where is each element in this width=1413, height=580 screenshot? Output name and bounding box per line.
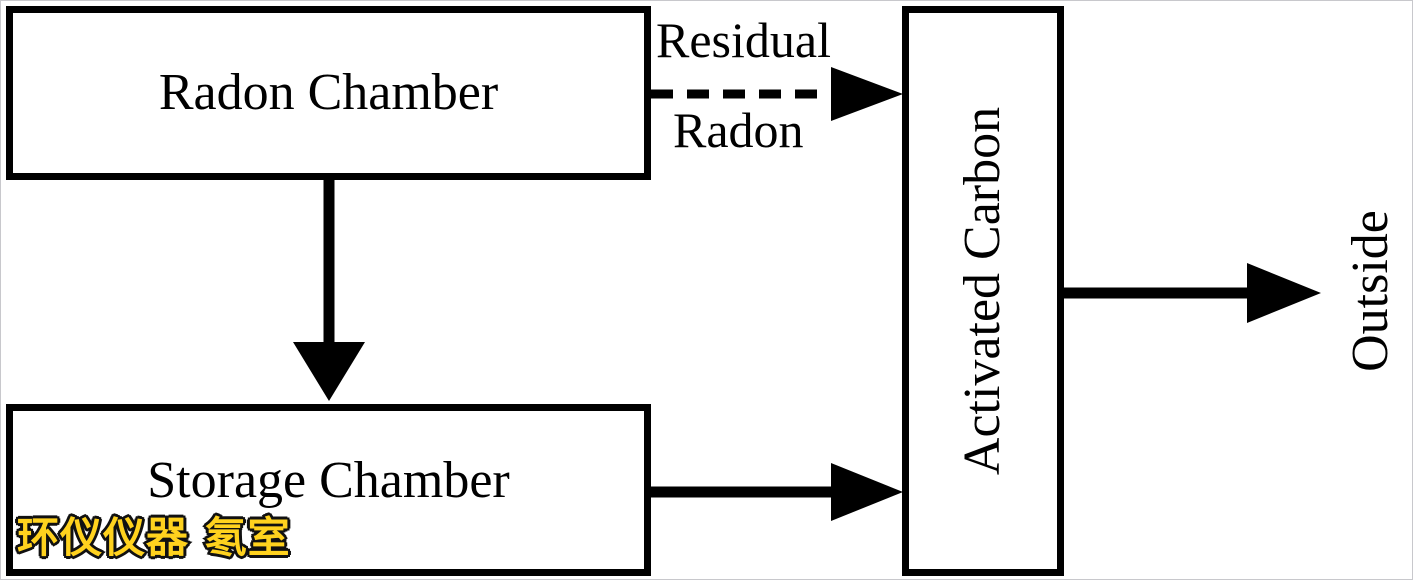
- node-outside-label-wrap: Outside: [1331, 151, 1411, 431]
- node-activated-carbon[interactable]: [902, 6, 1064, 576]
- node-outside-label: Outside: [1342, 210, 1400, 372]
- node-storage-chamber[interactable]: [6, 404, 651, 576]
- edge-carbon-to-outside: [1061, 263, 1321, 323]
- node-activated-carbon-label: Activated Carbon: [954, 106, 1011, 476]
- edge-label-radon: Radon: [673, 102, 804, 158]
- edge-storage-to-carbon: [649, 463, 903, 521]
- edge-label-residual: Residual: [656, 12, 831, 68]
- node-activated-carbon-label-wrap: Activated Carbon: [902, 6, 1064, 576]
- edge-radon-to-storage: [293, 178, 365, 401]
- node-radon-chamber-label: Radon Chamber: [158, 64, 499, 121]
- node-radon-chamber[interactable]: [6, 6, 651, 180]
- watermark-text: 环仪仪器 氡室: [15, 513, 292, 562]
- node-storage-chamber-label: Storage Chamber: [147, 452, 510, 509]
